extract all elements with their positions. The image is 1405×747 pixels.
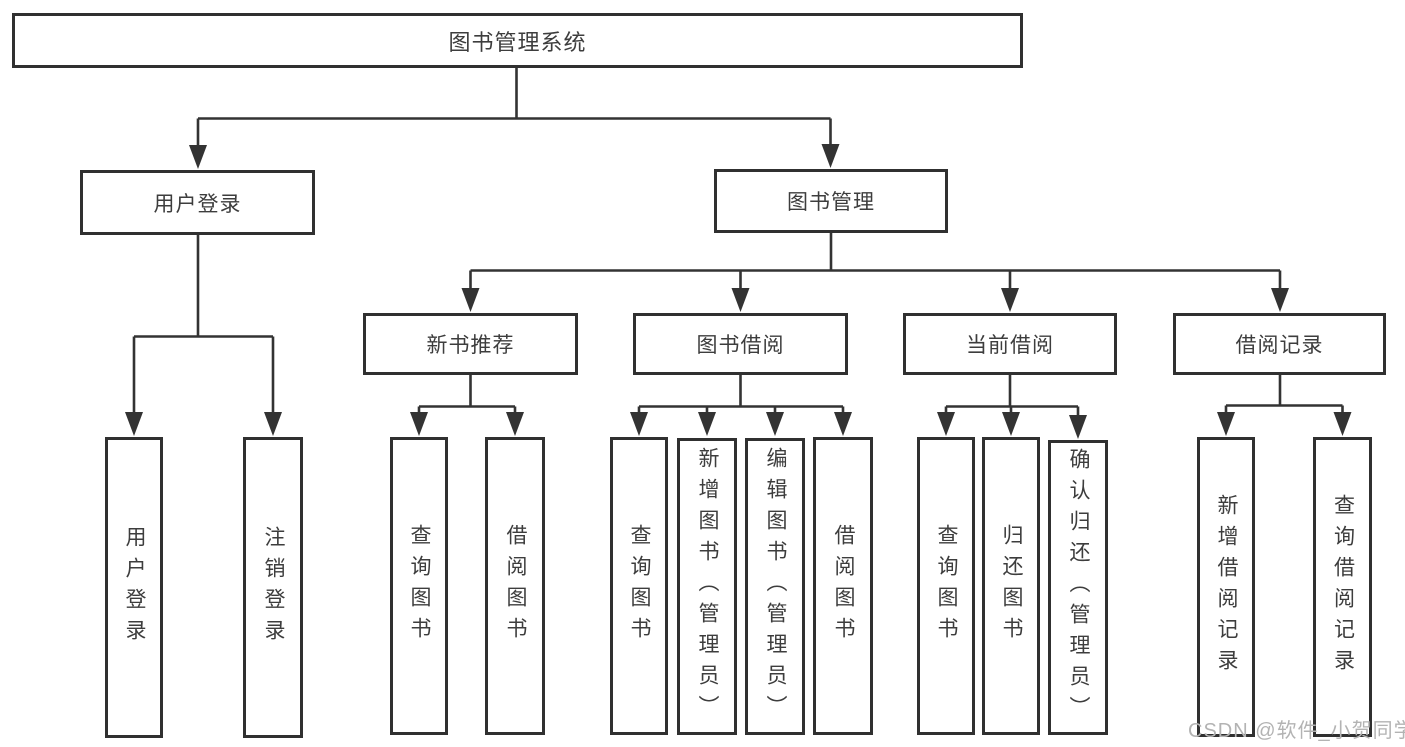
node-new-book-recommend: 新书推荐 <box>363 313 578 375</box>
arrowhead-icon <box>1002 412 1020 436</box>
arrowhead-icon <box>506 412 524 436</box>
arrowhead-icon <box>1333 412 1352 436</box>
csdn-watermark: CSDN @软件_小贺同学 <box>1188 720 1405 742</box>
leaf-record-add-record: 新增借阅记录 <box>1197 437 1255 737</box>
leaf-current-query-book: 查询图书 <box>917 437 975 735</box>
arrowhead-icon <box>821 144 840 168</box>
arrowhead-icon <box>1217 412 1235 436</box>
leaf-borrow-query-book: 查询图书 <box>610 437 668 735</box>
arrowhead-icon <box>461 288 480 312</box>
arrowhead-icon <box>766 412 784 436</box>
arrowhead-icon <box>731 288 750 312</box>
node-book-borrow: 图书借阅 <box>633 313 848 375</box>
arrowhead-icon <box>264 412 282 436</box>
leaf-borrow-borrow-book: 借阅图书 <box>813 437 873 735</box>
arrowhead-icon <box>834 412 852 436</box>
arrowhead-icon <box>1001 288 1019 312</box>
leaf-newrec-query-book: 查询图书 <box>390 437 448 735</box>
arrowhead-icon <box>1069 415 1087 439</box>
arrowhead-icon <box>1271 288 1289 312</box>
arrowhead-icon <box>630 412 648 436</box>
arrowhead-icon <box>125 412 143 436</box>
leaf-borrow-add-book-admin: 新增图书（管理员） <box>677 438 737 735</box>
connector-book-management <box>469 233 1282 293</box>
node-book-management: 图书管理 <box>714 169 948 233</box>
arrowhead-icon <box>189 145 207 169</box>
connector-root <box>196 68 832 150</box>
leaf-user-login: 用户登录 <box>105 437 163 738</box>
node-root-system: 图书管理系统 <box>12 13 1023 68</box>
connector-borrow-record <box>1224 375 1344 417</box>
node-current-borrow: 当前借阅 <box>903 313 1117 375</box>
leaf-newrec-borrow-book: 借阅图书 <box>485 437 545 735</box>
leaf-current-confirm-return-admin: 确认归还（管理员） <box>1048 440 1108 735</box>
connector-current-borrow <box>944 375 1080 420</box>
connector-book-borrow <box>637 375 845 417</box>
connector-new-book-recommend <box>417 375 517 417</box>
leaf-record-query-record: 查询借阅记录 <box>1313 437 1372 737</box>
leaf-borrow-edit-book-admin: 编辑图书（管理员） <box>745 438 805 735</box>
node-user-login: 用户登录 <box>80 170 315 235</box>
arrowhead-icon <box>698 412 716 436</box>
arrowhead-icon <box>410 412 428 436</box>
arrowhead-icon <box>937 412 955 436</box>
node-borrow-record: 借阅记录 <box>1173 313 1386 375</box>
leaf-logout-login: 注销登录 <box>243 437 303 738</box>
connector-user-login <box>132 234 275 417</box>
leaf-current-return-book: 归还图书 <box>982 437 1040 735</box>
